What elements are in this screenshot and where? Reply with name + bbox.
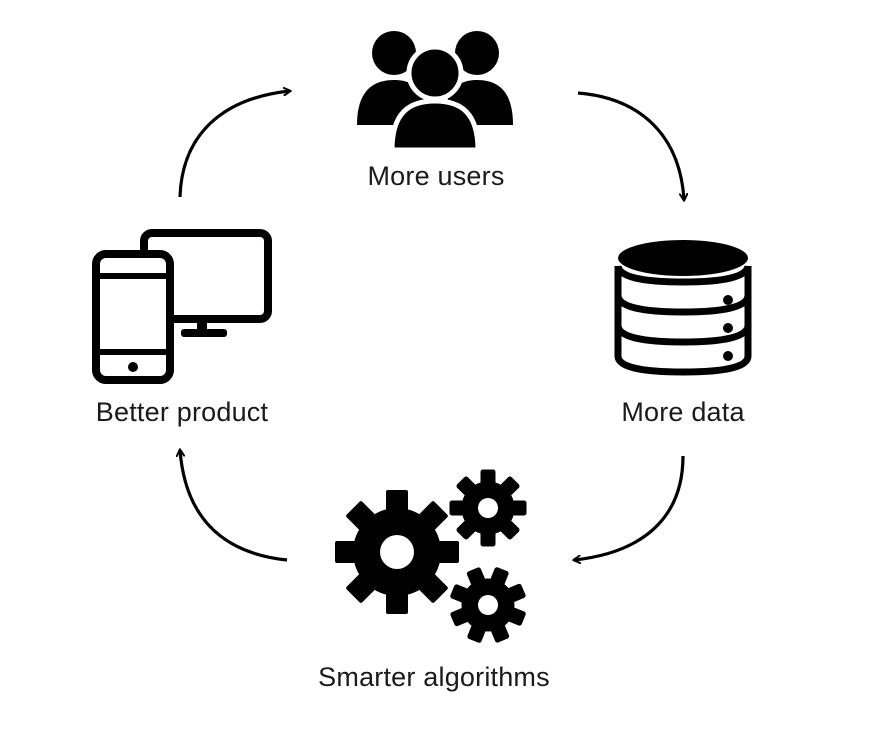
arrow-users-to-data [577, 91, 684, 200]
label-more-data: More data [621, 397, 745, 427]
label-more-users: More users [367, 161, 505, 191]
users-group-icon [357, 31, 513, 153]
arrow-product-to-users [178, 91, 290, 198]
database-icon [614, 240, 752, 376]
label-better-product: Better product [95, 397, 269, 427]
gears-icon [335, 469, 527, 643]
label-smarter-algorithms: Smarter algorithms [318, 662, 550, 692]
arrow-algorithms-to-product [180, 450, 288, 562]
phone-icon [92, 250, 174, 384]
arrow-data-to-algorithms [574, 455, 685, 560]
devices-icon [92, 229, 272, 384]
